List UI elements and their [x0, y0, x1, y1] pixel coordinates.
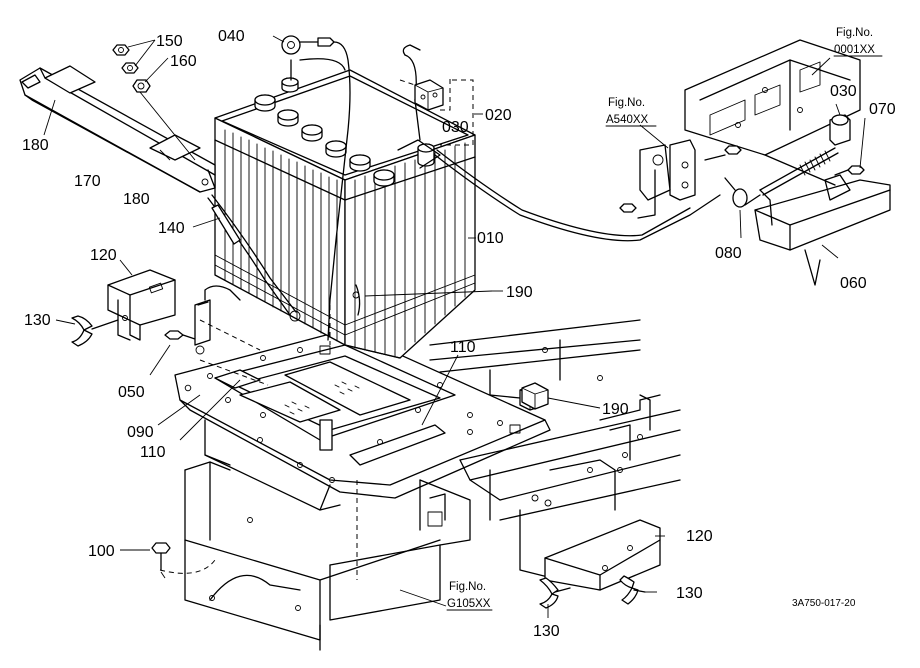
label-190-bottom: 190: [602, 401, 629, 418]
label-150: 150: [156, 33, 183, 50]
nuts-150-160: [112, 44, 151, 93]
label-180-left: 180: [22, 137, 49, 154]
battery-cables: [207, 35, 721, 341]
label-130-bottom: 130: [533, 623, 560, 640]
left-bracket: [107, 269, 176, 341]
battery-vent-caps: [254, 94, 395, 187]
wing-bolt-left: [71, 315, 119, 347]
label-060: 060: [840, 275, 867, 292]
label-170: 170: [74, 173, 101, 190]
label-110-left: 110: [140, 444, 166, 461]
terminal-bolt: [164, 285, 241, 355]
fig-ref-title: Fig.No.: [608, 97, 645, 109]
battery: [214, 69, 476, 359]
label-010: 010: [477, 230, 504, 247]
hood-latch-assembly: [619, 39, 891, 286]
label-030-battery: 030: [442, 119, 469, 136]
fig-ref-0001XX[interactable]: Fig.No. 0001XX: [833, 27, 883, 57]
label-050: 050: [118, 384, 145, 401]
fig-ref-title: Fig.No.: [449, 581, 486, 593]
label-100: 100: [88, 543, 115, 560]
label-120-right: 120: [686, 528, 713, 545]
label-130-right: 130: [676, 585, 703, 602]
label-180-right: 180: [123, 191, 150, 208]
label-140: 140: [158, 220, 185, 237]
label-090: 090: [127, 424, 154, 441]
fig-ref-A540XX[interactable]: Fig.No. A540XX: [605, 97, 657, 127]
fig-ref-title: Fig.No.: [836, 27, 873, 39]
label-190-top: 190: [506, 284, 533, 301]
leader-lines: [43, 35, 866, 618]
battery-tray: [174, 329, 551, 511]
label-130-left: 130: [24, 312, 51, 329]
label-160: 160: [170, 53, 197, 70]
label-040: 040: [218, 28, 245, 45]
label-030-latch: 030: [830, 83, 857, 100]
drawing-code: 3A750-017-20: [792, 598, 856, 609]
fig-ref-number[interactable]: G105XX: [447, 598, 491, 610]
label-110-right: 110: [450, 339, 476, 356]
callout-labels: 010 020 030 030 040 050 060 070 080 090 …: [22, 28, 896, 640]
label-070: 070: [869, 101, 896, 118]
label-080: 080: [715, 245, 742, 262]
label-020: 020: [485, 107, 512, 124]
label-120-left: 120: [90, 247, 117, 264]
wing-bolt-right-2: [619, 575, 646, 605]
hold-down-bar: [19, 65, 216, 193]
wing-bolt-right-1: [539, 577, 571, 609]
fig-ref-number[interactable]: A540XX: [606, 114, 649, 126]
battery-terminals: [281, 77, 441, 169]
right-bracket: [544, 519, 661, 591]
rubber-block: [521, 382, 549, 410]
fig-ref-G105XX[interactable]: Fig.No. G105XX: [446, 581, 493, 611]
chassis-frame: [184, 319, 681, 651]
fig-ref-number[interactable]: 0001XX: [834, 44, 875, 56]
bolt-100: [151, 542, 171, 579]
